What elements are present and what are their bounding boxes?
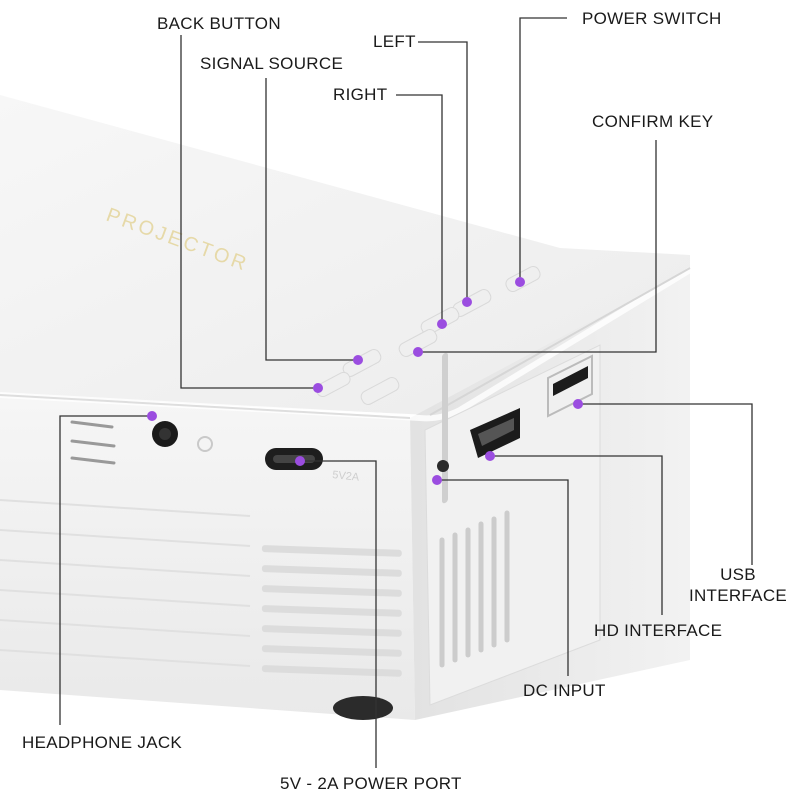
label-headphone-jack: HEADPHONE JACK — [22, 733, 183, 752]
marker-signal-source — [353, 355, 363, 365]
label-left: LEFT — [373, 32, 416, 51]
speaker-slots — [70, 420, 116, 465]
label-power-switch: POWER SWITCH — [582, 9, 722, 28]
marker-back-button — [313, 383, 323, 393]
label-usb-line2: INTERFACE — [688, 586, 788, 605]
markers — [147, 277, 583, 485]
marker-left — [462, 297, 472, 307]
label-signal-source: SIGNAL SOURCE — [200, 54, 344, 73]
side-vents — [442, 352, 448, 504]
projector-front-face — [0, 395, 415, 720]
projector-top — [0, 95, 690, 415]
marker-right — [437, 319, 447, 329]
side-vent-slots — [439, 510, 510, 668]
label-dc-input: DC INPUT — [523, 681, 606, 700]
marker-hd — [485, 451, 495, 461]
label-confirm-key: CONFIRM KEY — [592, 112, 714, 131]
svg-text:5V2A: 5V2A — [332, 469, 361, 484]
label-right: RIGHT — [333, 85, 388, 104]
marker-headphone — [147, 411, 157, 421]
marker-confirm-key — [413, 347, 423, 357]
headphone-icon — [197, 436, 213, 452]
projector-foot — [333, 696, 393, 720]
marker-usb — [573, 399, 583, 409]
dc-input-shape — [437, 460, 449, 472]
marker-power-switch — [515, 277, 525, 287]
label-hd-interface: HD INTERFACE — [594, 621, 723, 640]
front-vents — [261, 545, 402, 677]
label-back-button: BACK BUTTON — [157, 14, 281, 33]
marker-power-port — [295, 456, 305, 466]
marker-dc — [432, 475, 442, 485]
label-power-port: 5V - 2A POWER PORT — [280, 774, 462, 793]
back-button-shape — [360, 377, 400, 405]
leader-lines — [59, 17, 753, 768]
label-usb-line1: USB — [720, 565, 756, 584]
